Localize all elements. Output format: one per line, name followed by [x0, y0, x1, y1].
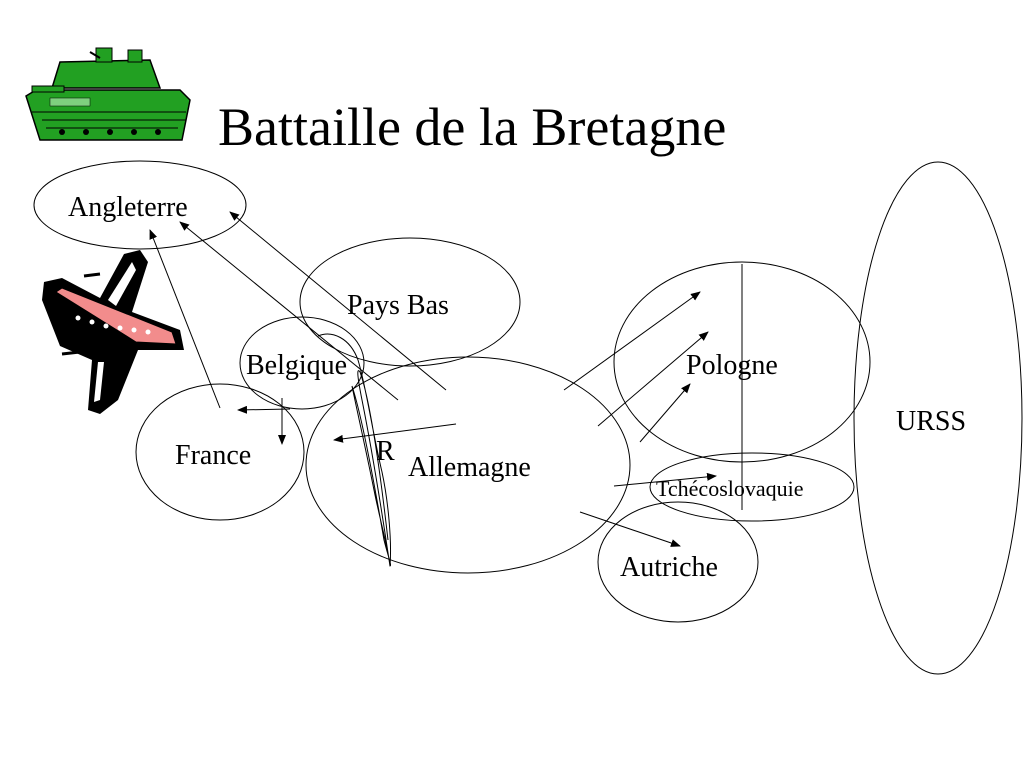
- label-marker-r: R: [376, 436, 395, 467]
- region-urss: [853, 161, 1023, 675]
- region-allemagne: [305, 356, 631, 574]
- region-belgique: [239, 316, 365, 410]
- arrow-to-angleterre-3: [149, 229, 221, 409]
- label-allemagne: Allemagne: [408, 452, 531, 483]
- label-france: France: [175, 440, 251, 471]
- region-angleterre: [33, 160, 247, 250]
- arrow-to-france-left: [237, 405, 291, 414]
- label-pays-bas: Pays Bas: [347, 290, 449, 321]
- arrow-to-pologne-3: [639, 383, 691, 443]
- arrow-to-autriche: [579, 511, 681, 547]
- label-angleterre: Angleterre: [68, 192, 188, 223]
- label-tchecoslovaquie: Tchécoslovaquie: [656, 476, 804, 501]
- arrow-to-angleterre-1: [229, 211, 447, 391]
- retreat-scribble: [317, 333, 392, 567]
- region-france: [135, 383, 305, 521]
- label-belgique: Belgique: [246, 350, 347, 381]
- plane-icon: [42, 250, 184, 414]
- label-urss: URSS: [896, 406, 966, 437]
- arrow-to-tchecoslovaquie: [613, 472, 717, 487]
- region-tchecoslovaquie: [649, 452, 855, 522]
- page-title: Battaille de la Bretagne: [218, 97, 727, 157]
- region-pays-bas: [299, 237, 521, 367]
- label-autriche: Autriche: [620, 552, 718, 583]
- arrow-allemagne-to-france: [333, 423, 457, 443]
- label-pologne: Pologne: [686, 350, 778, 381]
- arrow-to-pologne-1: [563, 291, 701, 391]
- arrows: [149, 211, 717, 547]
- arrow-to-angleterre-2: [179, 221, 399, 401]
- tank-icon: [25, 47, 191, 141]
- region-autriche: [597, 501, 759, 623]
- arrow-to-pologne-2: [597, 331, 709, 427]
